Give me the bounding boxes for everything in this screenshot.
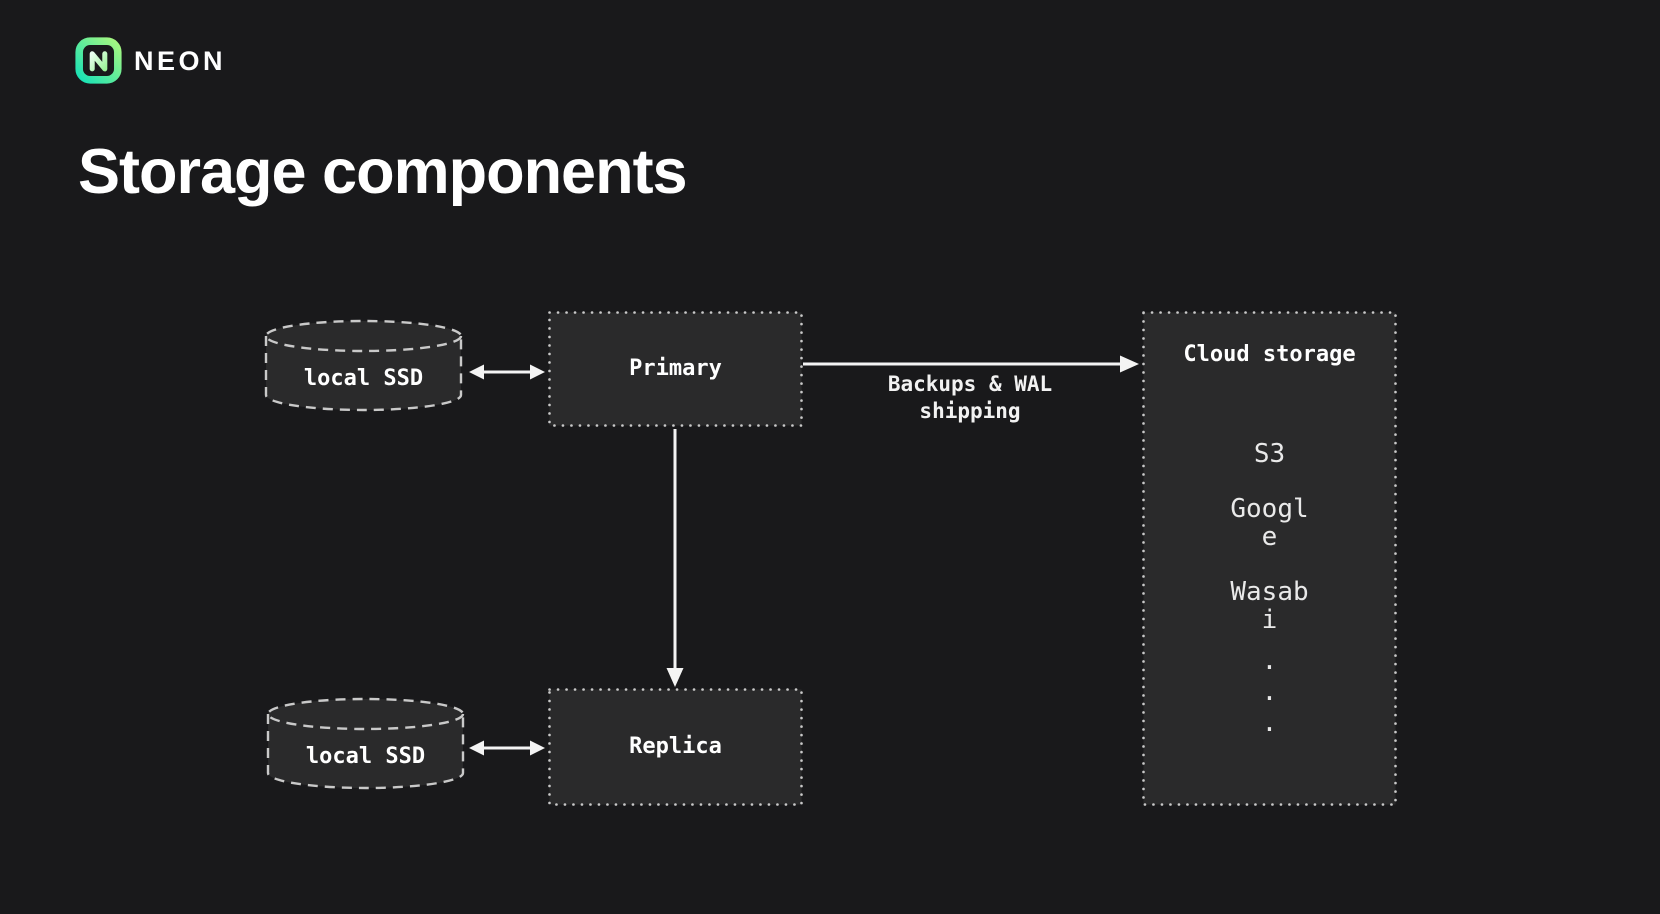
ellipsis-dots: . . .	[1142, 646, 1397, 739]
ellipsis-dot: .	[1261, 646, 1278, 676]
edge-label-line1: Backups & WAL	[887, 372, 1053, 396]
cylinder-shape	[266, 697, 465, 790]
double-arrow-ssd-replica-icon	[467, 736, 547, 765]
neon-wordmark: NEON	[134, 46, 227, 76]
cloud-storage-title: Cloud storage	[1183, 342, 1356, 367]
cloud-storage-content: Cloud storage S3 Google Wasabi . . .	[1142, 311, 1397, 806]
edge-label-backups: Backups & WAL shipping	[870, 371, 1070, 425]
dotted-box-shape	[548, 311, 803, 427]
node-cloud-storage: Cloud storage S3 Google Wasabi . . .	[1142, 311, 1397, 806]
cloud-provider-wasabi: Wasabi	[1230, 577, 1309, 635]
node-label: local SSD	[303, 366, 424, 391]
arrow-primary-to-cloud-icon	[803, 352, 1139, 381]
double-arrow-ssd-primary-icon	[467, 360, 547, 389]
node-label: Primary	[629, 356, 722, 381]
ellipsis-dot: .	[1261, 708, 1278, 738]
node-label: Replica	[629, 734, 722, 759]
page-title: Storage components	[78, 137, 688, 207]
neon-logo-icon	[75, 37, 122, 84]
dotted-box-shape	[548, 688, 803, 806]
node-label: local SSD	[305, 744, 426, 769]
dotted-box-shape	[1142, 311, 1397, 806]
edge-label-line2: shipping	[919, 399, 1021, 423]
ellipsis-dot: .	[1261, 677, 1278, 707]
cloud-provider-google: Google	[1230, 494, 1309, 552]
node-replica: Replica	[548, 688, 803, 806]
cylinder-shape	[264, 319, 463, 412]
node-local-ssd-top: local SSD	[264, 318, 463, 413]
arrow-primary-to-replica-icon	[663, 429, 687, 692]
node-local-ssd-bottom: local SSD	[266, 696, 465, 791]
node-primary: Primary	[548, 311, 803, 427]
cloud-provider-s3: S3	[1253, 439, 1286, 469]
